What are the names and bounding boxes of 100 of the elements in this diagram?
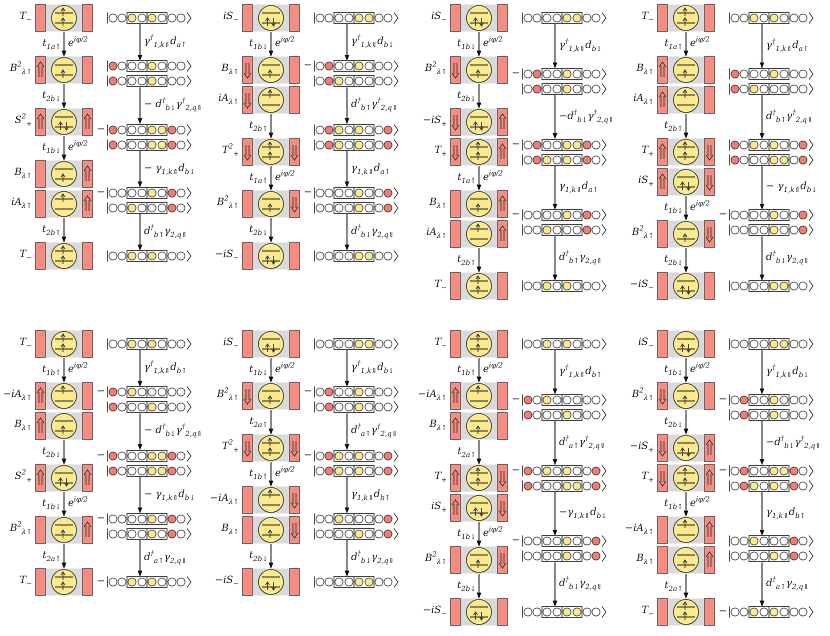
state-label: iA$_{λ↑}$: [218, 93, 239, 105]
arrow: [476, 166, 482, 191]
arrow: [684, 32, 688, 57]
sign-label: −: [512, 68, 520, 80]
arrow: [138, 539, 142, 577]
arrow: [760, 350, 764, 394]
edge-label: d$^{†}$$_{b↓}$γ$_{2,q⇓}$: [351, 226, 394, 238]
state-label: iA$_{λ↑}$: [11, 197, 32, 209]
arrow: [62, 84, 66, 109]
phase-label: e$^{iφ/2}$: [68, 142, 88, 154]
arrow: [684, 196, 688, 221]
edge-label: t$_{2b↓}$: [457, 580, 476, 592]
arrow: [268, 544, 274, 569]
arrow: [552, 562, 558, 607]
arrow: [138, 213, 142, 251]
edge-label: t$_{2b↓}$: [664, 254, 683, 266]
edge-label: γ$^{†}$$_{1,k⇓}$d$_{b↓}$: [351, 362, 394, 374]
state-label: −iS$_{+}$: [630, 441, 654, 453]
edge-label: t$_{2b↓}$: [457, 90, 476, 102]
edge-label: t$_{1b↓}$: [42, 142, 61, 154]
sign-label: −: [512, 394, 520, 406]
phase-label: e$^{iφ/2}$: [275, 468, 295, 480]
state-label: iS$_{−}$: [223, 11, 239, 23]
edge-label: γ$_{1,k⇓}$d$_{a↑}$: [559, 181, 598, 194]
arrow: [344, 86, 350, 124]
edge-label: t$_{1b↓}$: [42, 498, 61, 510]
state-label: −iS$_{+}$: [422, 115, 447, 127]
state-label: −iS$_{−}$: [630, 279, 654, 291]
sign-label: −: [304, 386, 312, 398]
arrow: [476, 84, 482, 109]
state-label: B$_{λ↑}$: [221, 63, 239, 75]
arrow: [760, 165, 764, 210]
sign-label: −: [96, 450, 105, 462]
arrow: [552, 236, 558, 281]
sign-label: −: [718, 209, 727, 222]
state-label: iS$_{−}$: [223, 337, 239, 349]
arrow: [476, 440, 482, 465]
state-label: −iA$_{λ↑}$: [418, 389, 447, 401]
arrow: [268, 358, 274, 383]
arrow: [344, 412, 350, 450]
edge-label: γ$^{†}$$_{1,k⇓}$d$_{b↓}$: [766, 366, 810, 378]
sign-label: −: [718, 606, 727, 618]
state-label: T$_{+}$: [641, 471, 654, 483]
state-label: iA$_{λ↑}$: [633, 93, 654, 105]
arrow: [344, 476, 350, 514]
edge-label: t$_{2a↑}$: [664, 580, 683, 592]
arrow: [476, 574, 482, 599]
phase-label: e$^{iφ/2}$: [483, 528, 503, 540]
phase-label: e$^{iφ/2}$: [690, 38, 710, 50]
edge-label: γ$_{1,k⇓}$d$_{b↑}$: [766, 507, 806, 520]
edge-label: − γ$_{1,k⇑}$d$_{b↓}$: [144, 162, 196, 175]
arrow: [344, 350, 350, 387]
arrow: [62, 492, 66, 517]
arrow: [268, 166, 274, 191]
edge-label: t$_{1b↑}$: [664, 498, 683, 510]
phase-label: e$^{iφ/2}$: [275, 38, 295, 50]
arrow: [684, 574, 688, 599]
arrow: [684, 358, 688, 383]
state-label: T$_{−}$: [19, 249, 32, 261]
arrow: [552, 350, 558, 394]
edge-label: t$_{1b↓}$: [457, 528, 476, 540]
phase-label: e$^{iφ/2}$: [483, 38, 503, 50]
phase-label: e$^{iφ/2}$: [690, 202, 710, 214]
phase-label: e$^{iφ/2}$: [690, 364, 710, 376]
edge-label: γ$^{†}$$_{1,k⇑}$d$_{b↑}$: [559, 366, 602, 378]
sign-label: −: [512, 535, 520, 548]
arrow: [62, 440, 66, 465]
arrow: [62, 544, 66, 569]
sign-label: −: [304, 186, 312, 199]
state-label: B$_{λ↑}$: [636, 553, 654, 565]
arrow: [476, 248, 482, 273]
arrow: [476, 358, 482, 383]
arrow: [138, 24, 142, 61]
arrow: [760, 24, 764, 68]
arrow: [552, 94, 558, 140]
state-label: B$_{λ↑}$: [429, 197, 447, 209]
state-label: T$_{+}$: [434, 471, 447, 483]
state-label: −iS$_{−}$: [422, 605, 447, 617]
state-label: B$_{λ↑}$: [636, 63, 654, 75]
state-label: T$_{−}$: [19, 11, 32, 23]
edge-label: d$^{†}$$_{b↓}$γ$_{2,q⇓}$: [766, 252, 810, 264]
state-label: T$_{−}$: [19, 575, 32, 587]
arrow: [760, 236, 764, 281]
state-label: B$_{λ↑}$: [14, 419, 32, 431]
edge-label: t$_{1b↓}$: [664, 202, 683, 214]
sign-label: −: [512, 464, 520, 476]
sign-label: −: [96, 512, 105, 525]
arrow: [268, 114, 274, 139]
edge-label: − γ$_{1,k⇑}$d$_{b↓}$: [144, 488, 196, 501]
state-label: T$_{+}$: [434, 145, 447, 157]
sign-label: −: [304, 60, 312, 72]
sign-label: −: [512, 209, 520, 222]
edge-label: t$_{1b↑}$: [42, 364, 61, 376]
sign-label: −: [718, 464, 727, 476]
edge-label: t$_{2a↑}$: [42, 550, 61, 562]
edge-label: d$^{†}$$_{b↓}$γ$_{2,q⇓}$: [351, 552, 394, 564]
phase-label: e$^{iφ/2}$: [275, 364, 295, 376]
arrow: [760, 491, 764, 536]
arrow: [760, 420, 764, 466]
arrow: [268, 462, 274, 487]
